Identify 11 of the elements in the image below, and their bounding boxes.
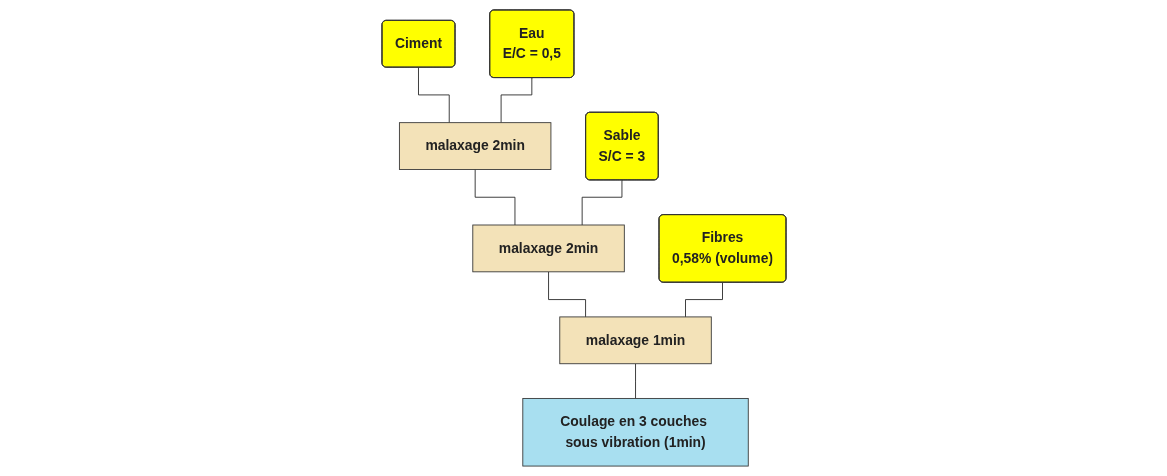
connector <box>474 169 515 226</box>
connector <box>581 179 623 226</box>
connector <box>684 282 723 318</box>
node-box: malaxage 2min <box>471 224 625 273</box>
node-box: malaxage 2min <box>398 122 551 170</box>
node-box: malaxage 1min <box>558 316 712 365</box>
connector <box>634 363 636 399</box>
connector <box>547 271 586 318</box>
node-box: Coulage en 3 couches sous vibration (1min) <box>521 398 749 467</box>
connector <box>417 67 450 124</box>
connector <box>500 77 533 124</box>
